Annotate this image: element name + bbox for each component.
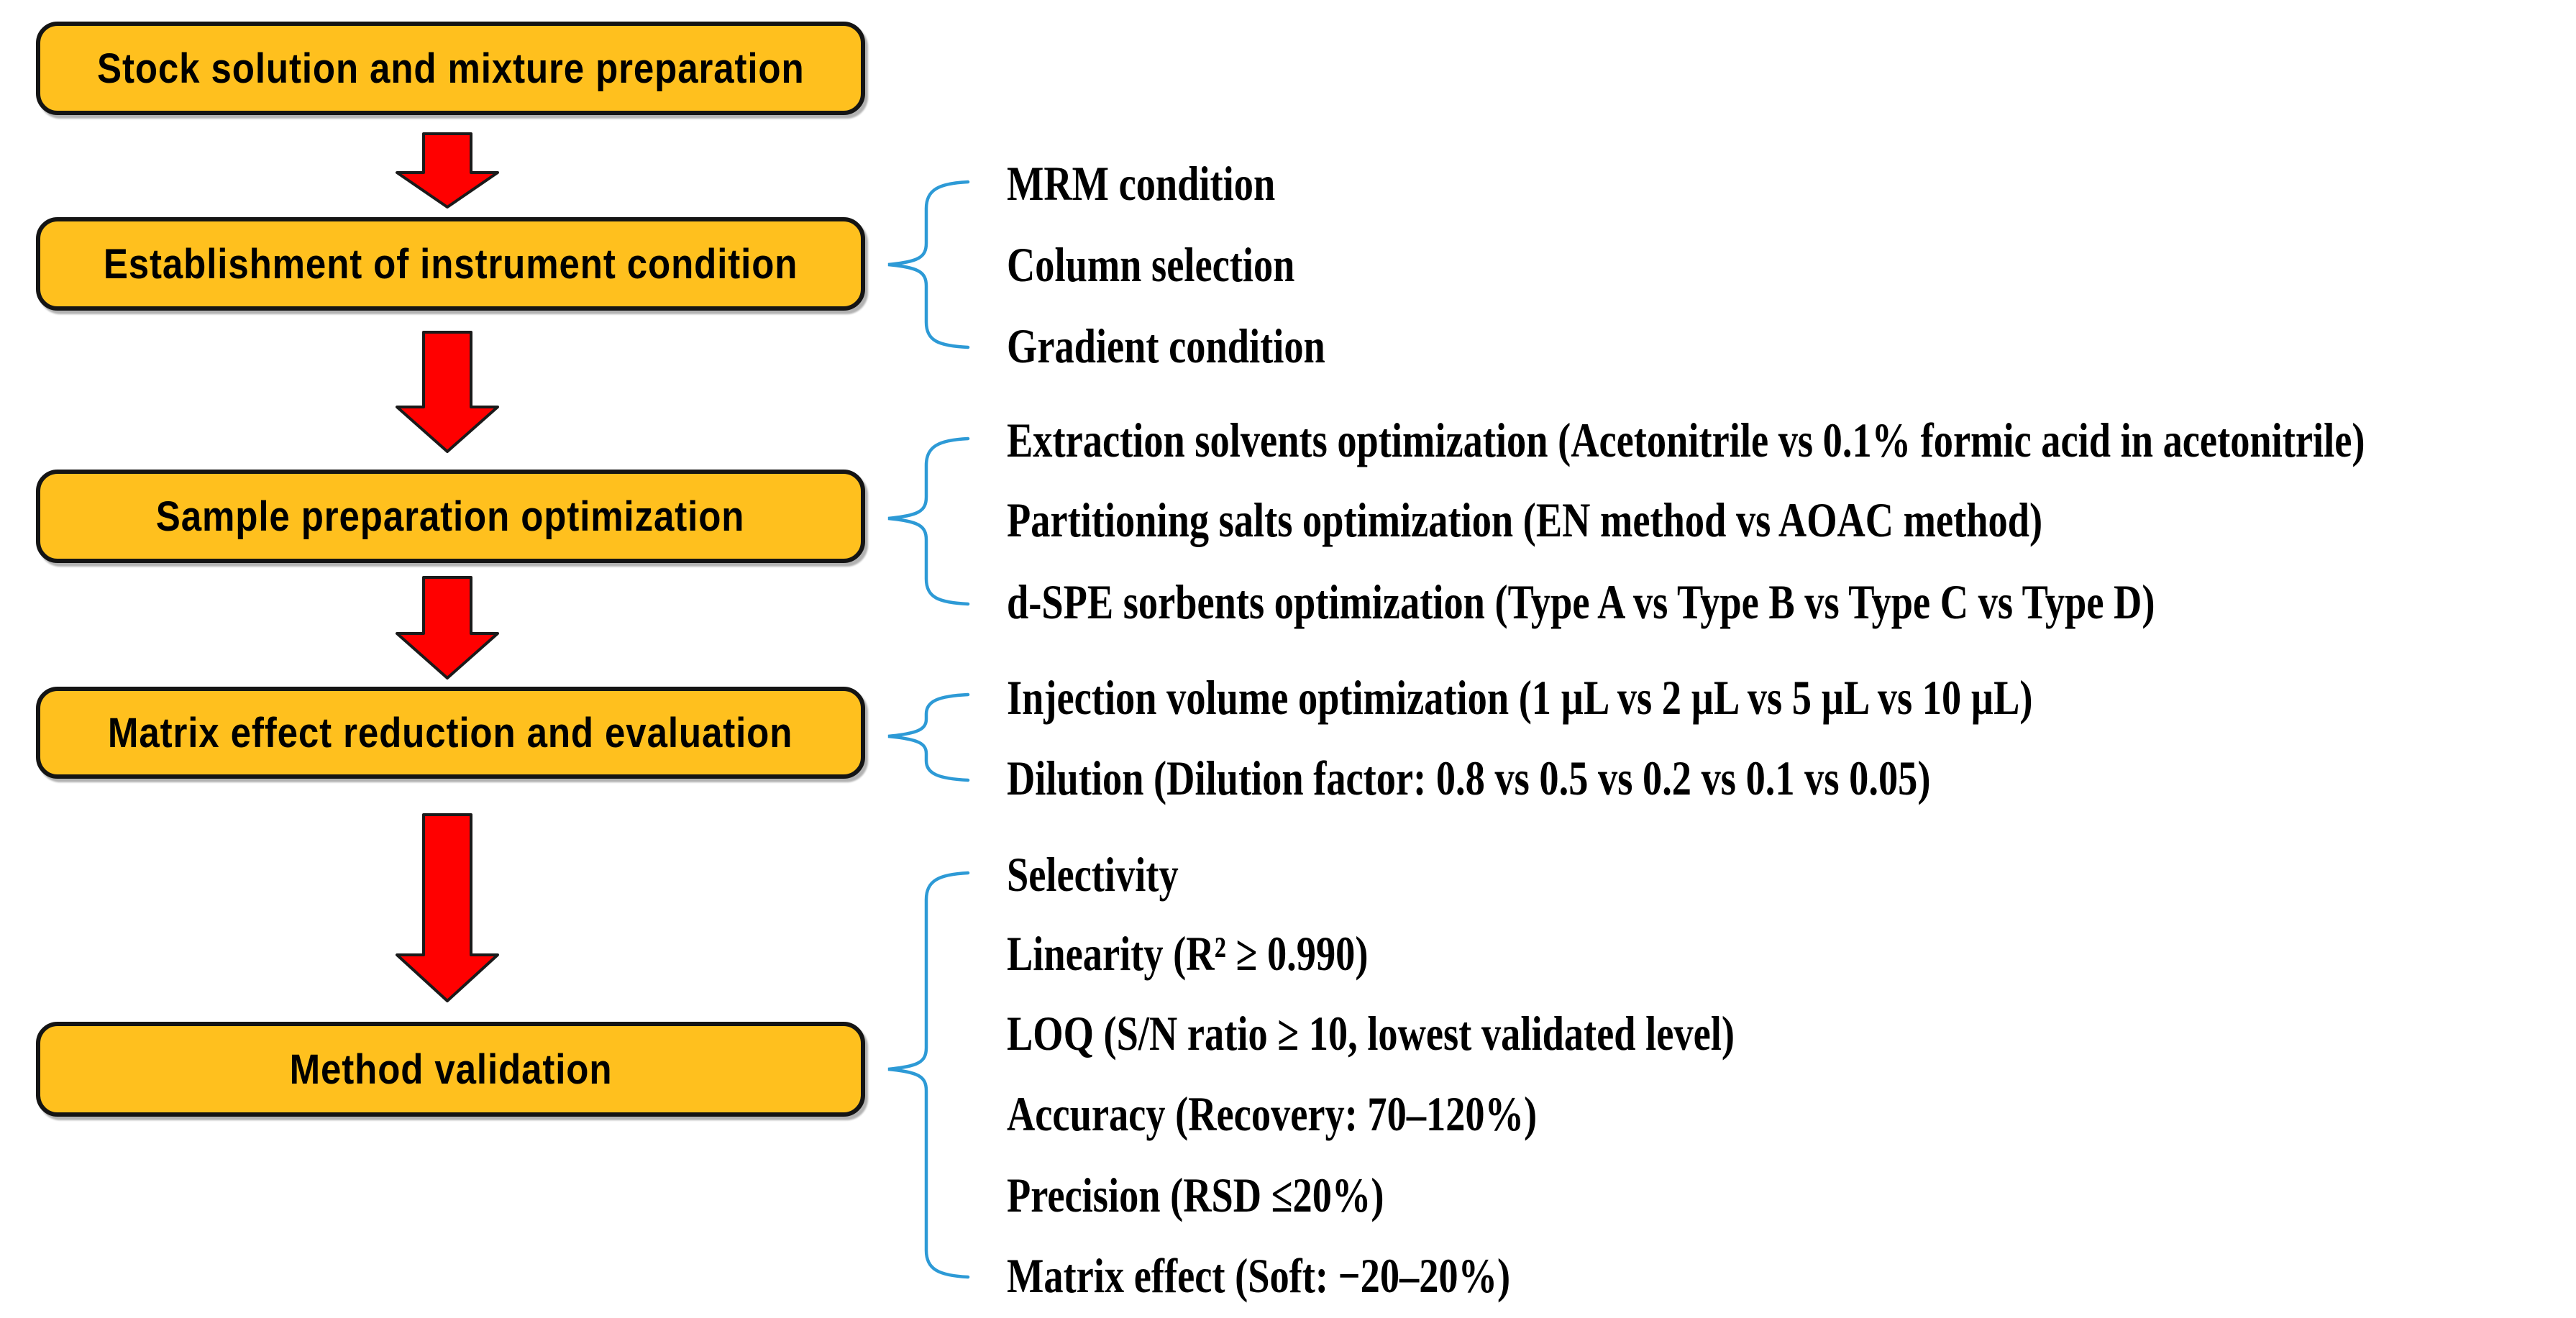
detail-item: Accuracy (Recovery: 70–120%): [1007, 1086, 1538, 1141]
detail-item: Matrix effect (Soft: −20–20%): [1007, 1248, 1511, 1303]
detail-item: Gradient condition: [1007, 318, 1325, 373]
detail-item: Precision (RSD ≤20%): [1007, 1167, 1384, 1222]
flow-box-sample-preparation: Sample preparation optimization: [36, 470, 865, 563]
down-arrow-icon: [396, 132, 499, 209]
flow-box-label: Sample preparation optimization: [156, 493, 745, 540]
curly-brace-icon: [887, 871, 970, 1279]
flow-box-label: Method validation: [289, 1045, 612, 1093]
down-arrow-icon: [396, 331, 499, 453]
flow-box-matrix-effect: Matrix effect reduction and evaluation: [36, 687, 865, 779]
flow-box-instrument-condition: Establishment of instrument condition: [36, 217, 865, 311]
curly-brace-icon: [887, 436, 970, 606]
detail-item: Partitioning salts optimization (EN meth…: [1007, 492, 2043, 547]
curly-brace-icon: [887, 692, 970, 782]
detail-item: Column selection: [1007, 237, 1295, 292]
detail-item: Selectivity: [1007, 846, 1179, 902]
flow-box-label: Stock solution and mixture preparation: [96, 45, 805, 92]
detail-item: Injection volume optimization (1 µL vs 2…: [1007, 669, 2033, 725]
detail-item: LOQ (S/N ratio ≥ 10, lowest validated le…: [1007, 1005, 1735, 1061]
flow-box-stock-solution: Stock solution and mixture preparation: [36, 22, 865, 115]
detail-item: MRM condition: [1007, 155, 1276, 211]
detail-item: Extraction solvents optimization (Aceton…: [1007, 412, 2365, 467]
detail-item: Linearity (R² ≥ 0.990): [1007, 925, 1369, 981]
down-arrow-icon: [396, 813, 499, 1002]
down-arrow-icon: [396, 576, 499, 679]
curly-brace-icon: [887, 180, 970, 349]
flow-box-label: Establishment of instrument condition: [103, 240, 798, 288]
detail-item: Dilution (Dilution factor: 0.8 vs 0.5 vs…: [1007, 750, 1931, 805]
flow-box-label: Matrix effect reduction and evaluation: [108, 709, 793, 756]
detail-item: d-SPE sorbents optimization (Type A vs T…: [1007, 574, 2155, 629]
flow-box-method-validation: Method validation: [36, 1022, 865, 1117]
